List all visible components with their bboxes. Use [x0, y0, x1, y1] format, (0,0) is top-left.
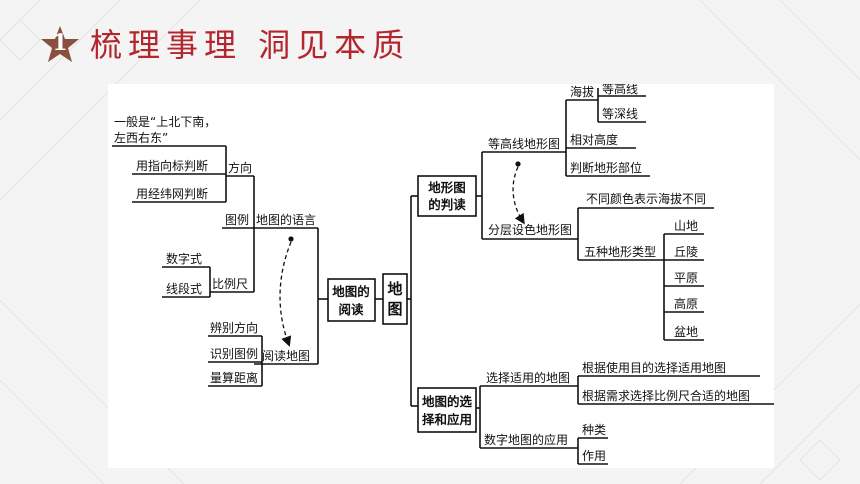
reading-measure: 量算距离: [210, 370, 258, 385]
direction-rule-line-2: 左西右东”: [114, 130, 168, 145]
root-box: [382, 273, 408, 325]
layered-color-note: 不同颜色表示海拔不同: [586, 191, 706, 206]
root-char-2: 图: [387, 300, 402, 318]
legend-label: 图例: [225, 213, 249, 227]
reading-center-box: [327, 278, 376, 322]
type-plateau: 高原: [674, 296, 698, 311]
reading-label: 阅读地图: [262, 349, 310, 363]
mind-map-diagram: 地 图 地图的 阅读 地图的语言 阅读地图 方向 一般是“上北下南， 左西右东”…: [112, 84, 774, 465]
suitable-by-purpose: 根据使用目的选择适用地图: [582, 360, 726, 375]
altitude-contour: 等高线: [602, 84, 638, 96]
section-number: 1: [52, 30, 68, 56]
reading-orient: 辨别方向: [210, 320, 258, 335]
star-badge-icon: [41, 26, 79, 62]
contour-to-layered-arrow: [512, 166, 525, 225]
direction-pointer-method: 用指向标判断: [136, 158, 208, 173]
scale-label: 比例尺: [212, 277, 248, 291]
reading-identify: 识别图例: [210, 347, 258, 361]
terrain-line-1: 地形图: [428, 180, 466, 195]
digital-functions: 作用: [582, 449, 606, 463]
selection-box: [417, 387, 477, 433]
type-mountain: 山地: [674, 219, 698, 233]
type-plain: 平原: [674, 271, 698, 285]
scale-line: 线段式: [166, 281, 202, 296]
contour-label: 等高线地形图: [488, 136, 560, 151]
language-label: 地图的语言: [256, 212, 316, 227]
terrain-line-2: 的判读: [428, 197, 466, 212]
digital-label: 数字地图的应用: [484, 432, 568, 447]
direction-graticule-method: 用经纬网判断: [136, 186, 208, 201]
suitable-by-scale: 根据需求选择比例尺合适的地图: [582, 388, 750, 403]
terrain-box: [417, 175, 477, 217]
digital-kinds: 种类: [582, 423, 606, 437]
direction-rule-line-1: 一般是“上北下南，: [114, 114, 216, 129]
type-hills: 丘陵: [674, 245, 698, 259]
center-line-1: 地图的: [332, 284, 370, 299]
layered-label: 分层设色地形图: [488, 223, 572, 237]
language-to-reading-arrow: [279, 241, 292, 347]
contour-arrow-dot: [515, 161, 521, 167]
selection-line-2: 择和应用: [422, 412, 472, 427]
section-header: 1 梳理事理 洞见本质: [0, 0, 860, 80]
suitable-label: 选择适用的地图: [486, 370, 570, 385]
altitude-depth: 等深线: [602, 107, 638, 121]
root-char-1: 地: [387, 280, 402, 298]
center-line-2: 阅读: [338, 302, 364, 317]
language-arrow-dot: [288, 236, 294, 242]
type-basin: 盆地: [674, 325, 698, 339]
contour-landform-part: 判断地形部位: [570, 160, 642, 175]
layered-types-label: 五种地形类型: [584, 245, 656, 259]
page-title: 梳理事理 洞见本质: [90, 26, 411, 64]
selection-line-1: 地图的选: [422, 394, 473, 409]
contour-relative-height: 相对高度: [570, 132, 618, 147]
altitude-label: 海拔: [570, 84, 594, 99]
scale-numeric: 数字式: [166, 251, 202, 266]
direction-label: 方向: [228, 160, 252, 175]
